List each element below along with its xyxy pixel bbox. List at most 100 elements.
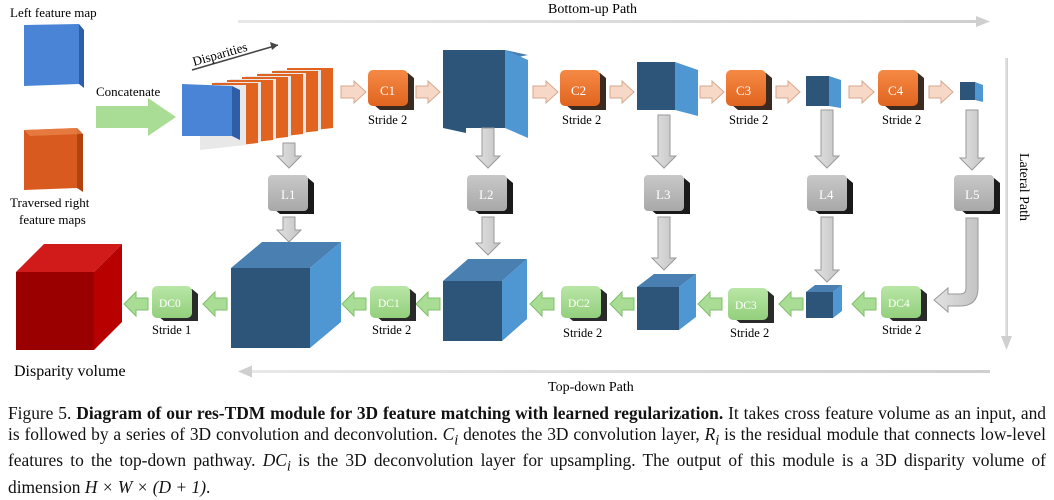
arrow-vol3-to-dc2 — [609, 290, 635, 318]
arrow-to-l1 — [275, 142, 303, 169]
arrow-c1-to-vol — [415, 79, 441, 105]
arrow-c3-to-vol — [775, 79, 801, 105]
c3-label: C3 — [736, 83, 751, 98]
dc4-stride: Stride 2 — [882, 323, 921, 337]
feature-volume-4 — [960, 82, 983, 102]
figure-caption: Figure 5. Diagram of our res-TDM module … — [8, 403, 1046, 498]
dc2-label: DC2 — [568, 298, 590, 310]
dc1-stride: Stride 2 — [372, 323, 411, 337]
arrow-dc1-to-vol1 — [341, 290, 367, 318]
arrow-vol2-to-l3 — [650, 114, 678, 169]
arrow-c2-to-vol — [609, 79, 635, 105]
c4-label: C4 — [888, 83, 904, 98]
math-dimension: H × W × (D + 1) — [84, 477, 207, 498]
bottom-up-arrows — [340, 79, 954, 105]
figure-number: Figure 5. — [8, 403, 72, 423]
left-feature-map — [24, 24, 84, 88]
c1-label: C1 — [380, 83, 395, 98]
output-volume-3 — [637, 274, 696, 330]
l4-label: L4 — [819, 187, 834, 202]
arrow-dc4-to-vol4 — [851, 290, 877, 318]
c2-stride: Stride 2 — [562, 113, 601, 127]
dc1-label: DC1 — [378, 298, 400, 310]
arrow-l1-to-vol — [275, 216, 303, 243]
arrow-l2-to-vol — [474, 216, 502, 256]
caption-text-2: denotes the 3D convolution layer, — [463, 423, 700, 444]
l1-label: L1 — [281, 187, 295, 202]
l5-label: L5 — [965, 187, 979, 202]
arrow-to-c3 — [699, 79, 725, 105]
arrow-l4-to-vol — [813, 216, 841, 283]
dc0-label: DC0 — [159, 298, 181, 310]
arrow-vol4-to-l5 — [958, 109, 986, 171]
arrow-dc0-to-disp — [123, 290, 149, 318]
arrow-to-c4 — [848, 79, 875, 105]
disparity-volume-cube — [16, 244, 122, 350]
arrow-to-c1 — [340, 79, 367, 105]
arrow-vol3-to-l4 — [813, 109, 841, 169]
l3-label: L3 — [656, 187, 670, 202]
lateral-down-arrows — [275, 109, 986, 314]
traversed-right-feature-maps — [24, 128, 83, 192]
deconv-block-dc0: DC0 — [152, 286, 198, 321]
c2-label: C2 — [571, 83, 586, 98]
top-down-path-arrow — [238, 365, 990, 378]
caption-text-1: It takes cross feature volume as an inpu… — [8, 403, 1046, 444]
arrow-dc2-to-vol2 — [529, 290, 555, 318]
disparity-volume-label: Disparity volume — [14, 363, 126, 380]
feature-volume-1 — [443, 50, 528, 138]
dc2-stride: Stride 2 — [563, 326, 602, 340]
arrow-l3-to-vol — [650, 216, 678, 271]
disparities-label: Disparities — [191, 39, 249, 69]
concatenate-arrow — [96, 98, 176, 136]
caption-end: . — [206, 477, 211, 498]
lateral-block-l1: L1 — [268, 175, 314, 214]
conv-block-c4: C4 — [878, 70, 924, 110]
lateral-path-label: Lateral Path — [1016, 153, 1031, 221]
dc3-label: DC3 — [735, 300, 757, 312]
arrow-vol2-to-dc1 — [415, 290, 441, 318]
lateral-block-l3: L3 — [644, 175, 690, 214]
output-volume-1 — [231, 242, 341, 348]
disparities-stack — [182, 68, 333, 150]
c1-stride: Stride 2 — [368, 113, 407, 127]
deconv-block-dc2: DC2 — [561, 286, 607, 321]
math-ri: Ri — [704, 423, 720, 448]
bottom-up-path-arrow — [238, 16, 990, 27]
dc0-stride: Stride 1 — [152, 323, 191, 337]
conv-block-c2: C2 — [560, 70, 606, 110]
output-volume-4 — [806, 285, 842, 318]
concatenate-label: Concatenate — [96, 84, 160, 99]
lateral-block-l2: L2 — [467, 175, 513, 214]
arrow-dc3-to-vol3 — [697, 290, 723, 318]
bottom-up-path-label: Bottom-up Path — [548, 2, 637, 17]
arrow-l5-to-dc4 — [933, 217, 979, 314]
caption-text-4: is the 3D deconvolution layer for upsamp… — [8, 450, 1046, 498]
feature-volume-3 — [806, 76, 841, 108]
dc4-label: DC4 — [888, 298, 910, 310]
caption-title: Diagram of our res-TDM module for 3D fea… — [76, 403, 724, 423]
output-volume-2 — [443, 259, 527, 341]
conv-block-c1: C1 — [368, 70, 414, 110]
conv-block-c3: C3 — [726, 70, 772, 110]
deconv-block-dc1: DC1 — [370, 286, 416, 321]
left-feature-map-label: Left feature map — [10, 5, 97, 20]
lateral-path-arrow — [1001, 58, 1012, 350]
arrow-to-c2 — [532, 79, 559, 105]
disparities-arrow — [191, 42, 279, 71]
l2-label: L2 — [479, 187, 493, 202]
deconv-block-dc4: DC4 — [881, 286, 927, 321]
traversed-label-line2: feature maps — [19, 212, 86, 227]
lateral-block-l5: L5 — [954, 175, 1000, 214]
feature-volume-2 — [637, 62, 698, 116]
arrow-vol4-to-dc3 — [778, 290, 804, 318]
res-tdm-diagram: Left feature map Traversed right feature… — [10, 2, 1031, 395]
arrow-vol1-to-dc0 — [202, 290, 228, 318]
dc3-stride: Stride 2 — [730, 326, 769, 340]
math-dci: DCi — [262, 450, 291, 475]
c4-stride: Stride 2 — [882, 113, 921, 127]
arrow-vol1-to-l2 — [474, 127, 502, 169]
caption-text-3: is the residual module that connects low… — [8, 423, 1046, 471]
top-down-path-label: Top-down Path — [548, 380, 634, 395]
arrow-c4-to-vol — [928, 79, 954, 105]
